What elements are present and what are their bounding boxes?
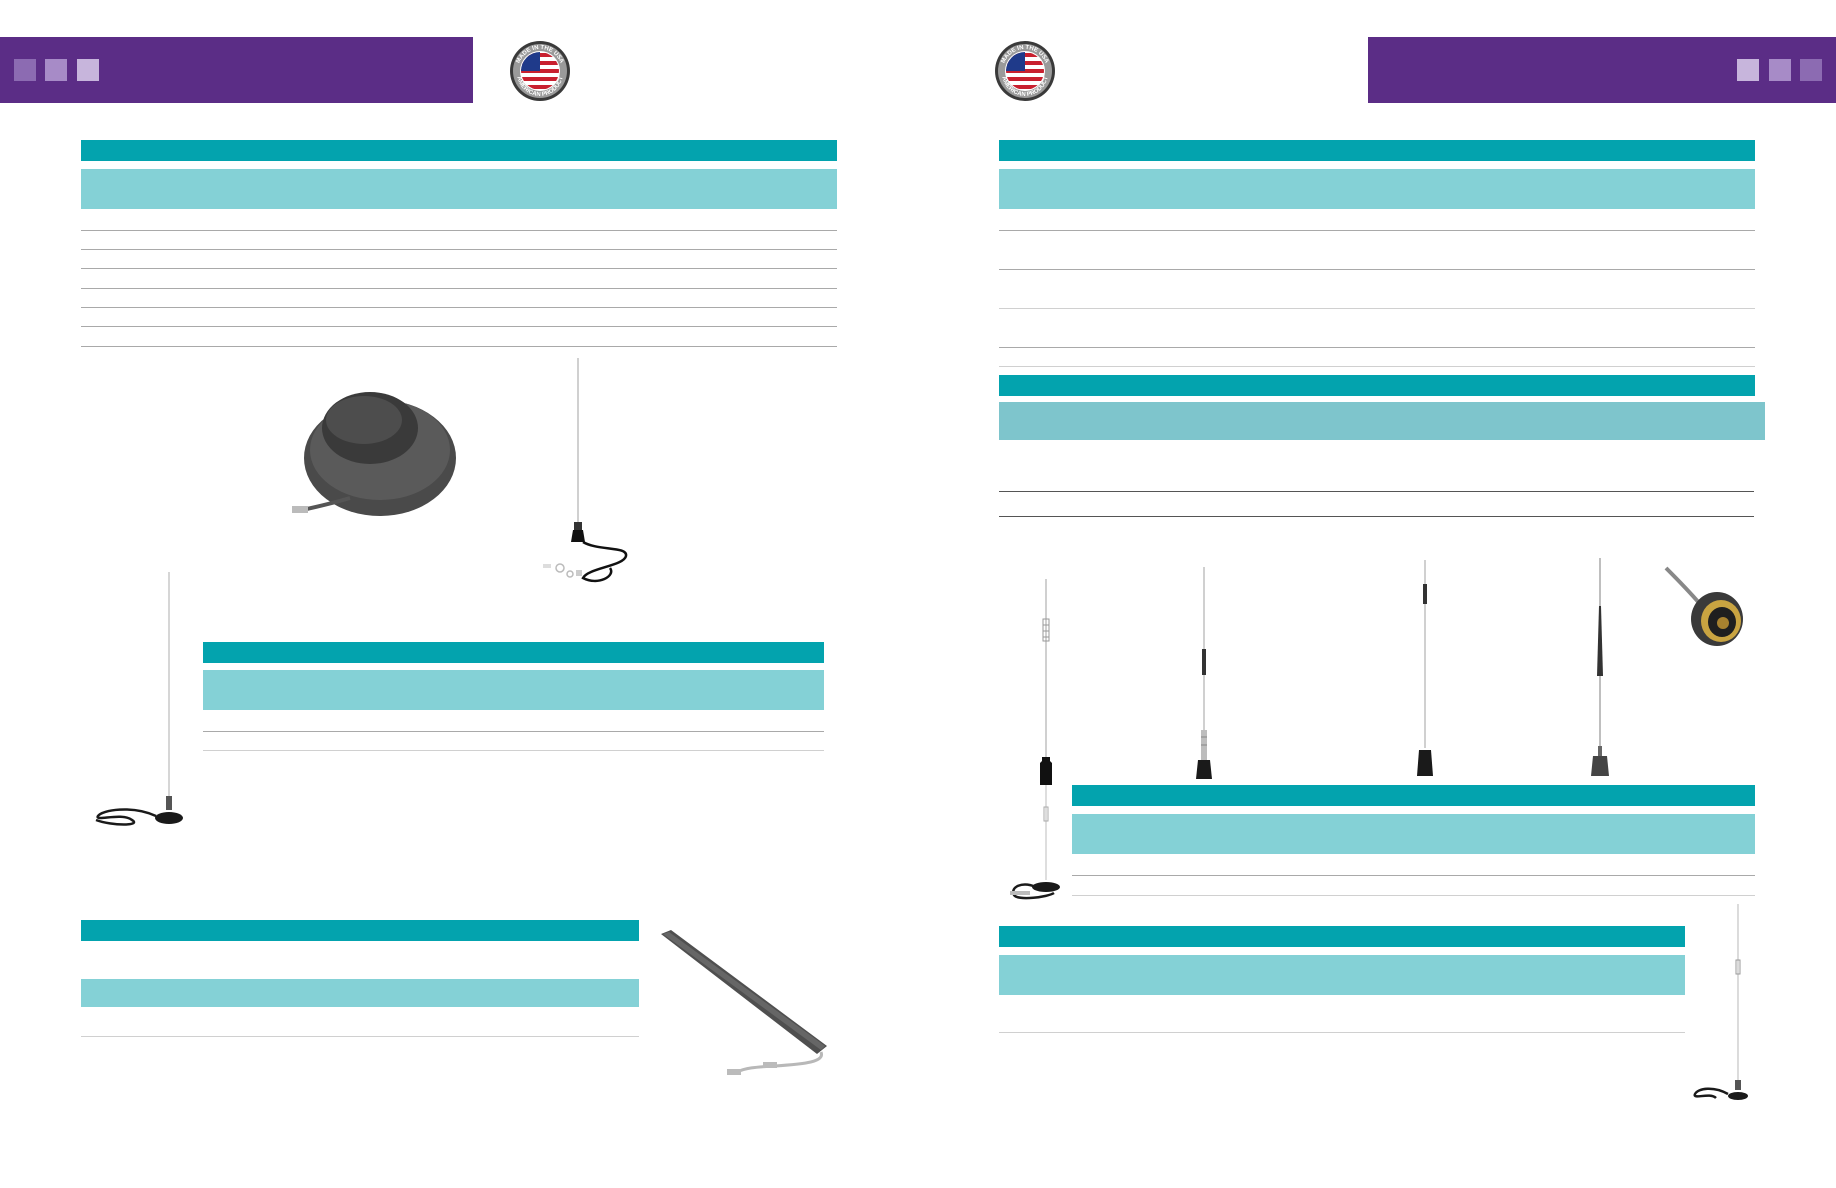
spec-table-1-row-rule (81, 249, 837, 250)
spec-table-1-row-rule (81, 268, 837, 269)
spec-table-5-header (999, 375, 1755, 396)
product-image-short-whip (1407, 558, 1447, 778)
spec-table-4-row-rule (999, 366, 1755, 367)
product-image-whip-mount-kit (538, 356, 638, 592)
product-image-magnetic-whip (92, 570, 192, 830)
product-image-dome-antenna (290, 358, 460, 518)
right-header-bar (1368, 37, 1836, 103)
spec-table-2-subheader (203, 670, 824, 710)
left-header-bar (0, 37, 473, 103)
spec-table-4-row-rule (999, 269, 1755, 270)
spec-table-1-row-rule (81, 346, 837, 347)
spec-table-3-header (81, 920, 639, 941)
spec-table-7-header (999, 926, 1685, 947)
product-image-magnetic-whip-small (1690, 902, 1760, 1104)
spec-table-3-subheader (81, 979, 639, 1007)
spec-table-1-row-rule (81, 326, 837, 327)
spec-table-7-subheader (999, 955, 1685, 995)
low-profile-dome-antenna-icon (292, 392, 456, 516)
product-image-loaded-whip-magnetic (1008, 575, 1068, 915)
nmo-mount-connector-icon (1664, 566, 1743, 646)
whip-antenna-with-mount-kit-icon (543, 358, 628, 583)
magnetic-mount-whip-antenna-icon (95, 572, 183, 826)
spec-table-1-header (81, 140, 837, 161)
spec-table-1-row-rule (81, 230, 837, 231)
spec-table-2-row-rule (203, 731, 824, 732)
magnetic-mount-whip-antenna-icon (1693, 904, 1748, 1100)
product-image-nmo-connector (1664, 566, 1754, 650)
header-square-3 (1737, 59, 1759, 81)
spec-table-6-subheader (1072, 814, 1755, 854)
spec-table-5-row-rule (999, 491, 1754, 492)
header-square-3 (77, 59, 99, 81)
spec-table-1-row-rule (81, 288, 837, 289)
spec-table-5-subheader (999, 402, 1765, 440)
spec-table-5-row-rule (999, 516, 1754, 517)
spec-table-7-row-rule (999, 1032, 1685, 1033)
spec-table-4-header (999, 140, 1755, 161)
header-square-2 (45, 59, 67, 81)
header-square-1 (14, 59, 36, 81)
spec-table-4-row-rule (999, 230, 1755, 231)
made-in-usa-seal-icon: MADE IN THE USA AMERICAN PRODUCT (510, 41, 570, 101)
spec-table-4-row-rule (999, 308, 1755, 309)
made-in-usa-badge-right: MADE IN THE USA AMERICAN PRODUCT (994, 40, 1056, 102)
whip-antenna-with-coil-icon (1417, 560, 1433, 776)
product-image-coil-whip (1184, 565, 1224, 785)
spec-table-4-subheader (999, 169, 1755, 209)
spec-table-6-row-rule (1072, 875, 1755, 876)
tapered-whip-antenna-icon (1591, 558, 1609, 776)
spec-table-3-row-rule (81, 1036, 639, 1037)
coil-whip-antenna-icon (1196, 567, 1212, 779)
spec-table-2-row-rule (203, 750, 824, 751)
spec-table-6-header (1072, 785, 1755, 806)
spec-table-2-header (203, 642, 824, 663)
made-in-usa-seal-icon: MADE IN THE USA AMERICAN PRODUCT (995, 41, 1055, 101)
spec-table-1-subheader (81, 169, 837, 209)
product-image-tapered-whip (1580, 556, 1620, 778)
flat-blade-antenna-icon (661, 930, 827, 1075)
loaded-whip-antenna-icon (1010, 579, 1060, 900)
spec-table-4-row-rule (999, 347, 1755, 348)
spec-table-1-row-rule (81, 307, 837, 308)
header-square-2 (1769, 59, 1791, 81)
spec-table-6-row-rule (1072, 895, 1755, 896)
header-square-1 (1800, 59, 1822, 81)
product-image-blade-antenna (655, 928, 845, 1088)
made-in-usa-badge-left: MADE IN THE USA AMERICAN PRODUCT (509, 40, 571, 102)
